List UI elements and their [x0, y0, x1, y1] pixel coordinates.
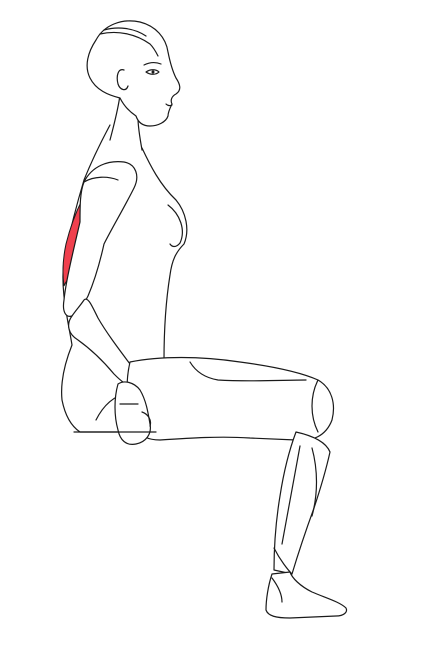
inner-thigh-outline: [189, 361, 307, 382]
mouth-outline: [165, 103, 173, 107]
eye-outline: [145, 69, 160, 75]
shin-outline: [281, 445, 301, 545]
foot-outline: [265, 571, 348, 619]
thigh-outline: [126, 356, 335, 441]
hand-outline: [114, 381, 151, 445]
pupil-icon: [151, 70, 155, 74]
neck-outline: [109, 94, 121, 141]
ear-outline: [116, 69, 129, 91]
fingers-outline: [119, 403, 152, 427]
front-torso-outline: [141, 147, 188, 361]
heel-outline: [271, 577, 283, 603]
chest-outline: [167, 204, 183, 248]
lower-leg-outline: [273, 431, 331, 575]
hair-outline: [99, 27, 159, 57]
forearm-outline: [68, 298, 137, 385]
calf-outline: [311, 447, 318, 517]
upper-arm-outline: [62, 161, 138, 317]
knee-outline: [311, 379, 319, 433]
eyebrow-outline: [143, 62, 162, 66]
shoulder-outline: [83, 176, 119, 183]
head-outline: [86, 20, 181, 127]
